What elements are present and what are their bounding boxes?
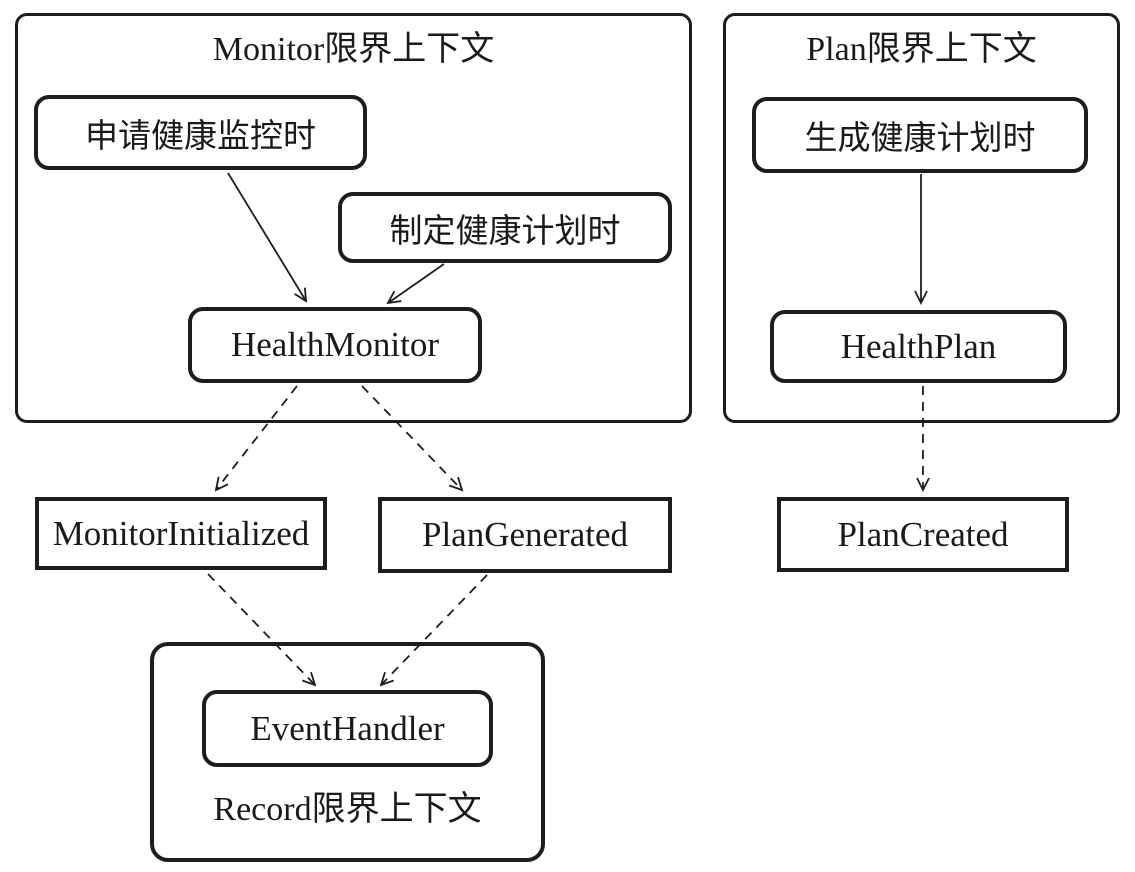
node-generate-health-plan: 生成健康计划时: [752, 97, 1088, 173]
plan-context-title: Plan限界上下文: [806, 31, 1037, 68]
node-health-plan: HealthPlan: [770, 310, 1067, 383]
node-monitor-initialized: MonitorInitialized: [35, 497, 327, 570]
node-plan-generated: PlanGenerated: [378, 497, 672, 573]
node-event-handler: EventHandler: [202, 690, 493, 767]
node-apply-health-monitoring: 申请健康监控时: [34, 95, 367, 170]
node-make-health-plan: 制定健康计划时: [338, 192, 672, 263]
node-plan-created: PlanCreated: [777, 497, 1069, 572]
record-context-title: Record限界上下文: [213, 791, 482, 828]
monitor-context-title: Monitor限界上下文: [212, 31, 495, 68]
node-health-monitor: HealthMonitor: [188, 307, 482, 383]
